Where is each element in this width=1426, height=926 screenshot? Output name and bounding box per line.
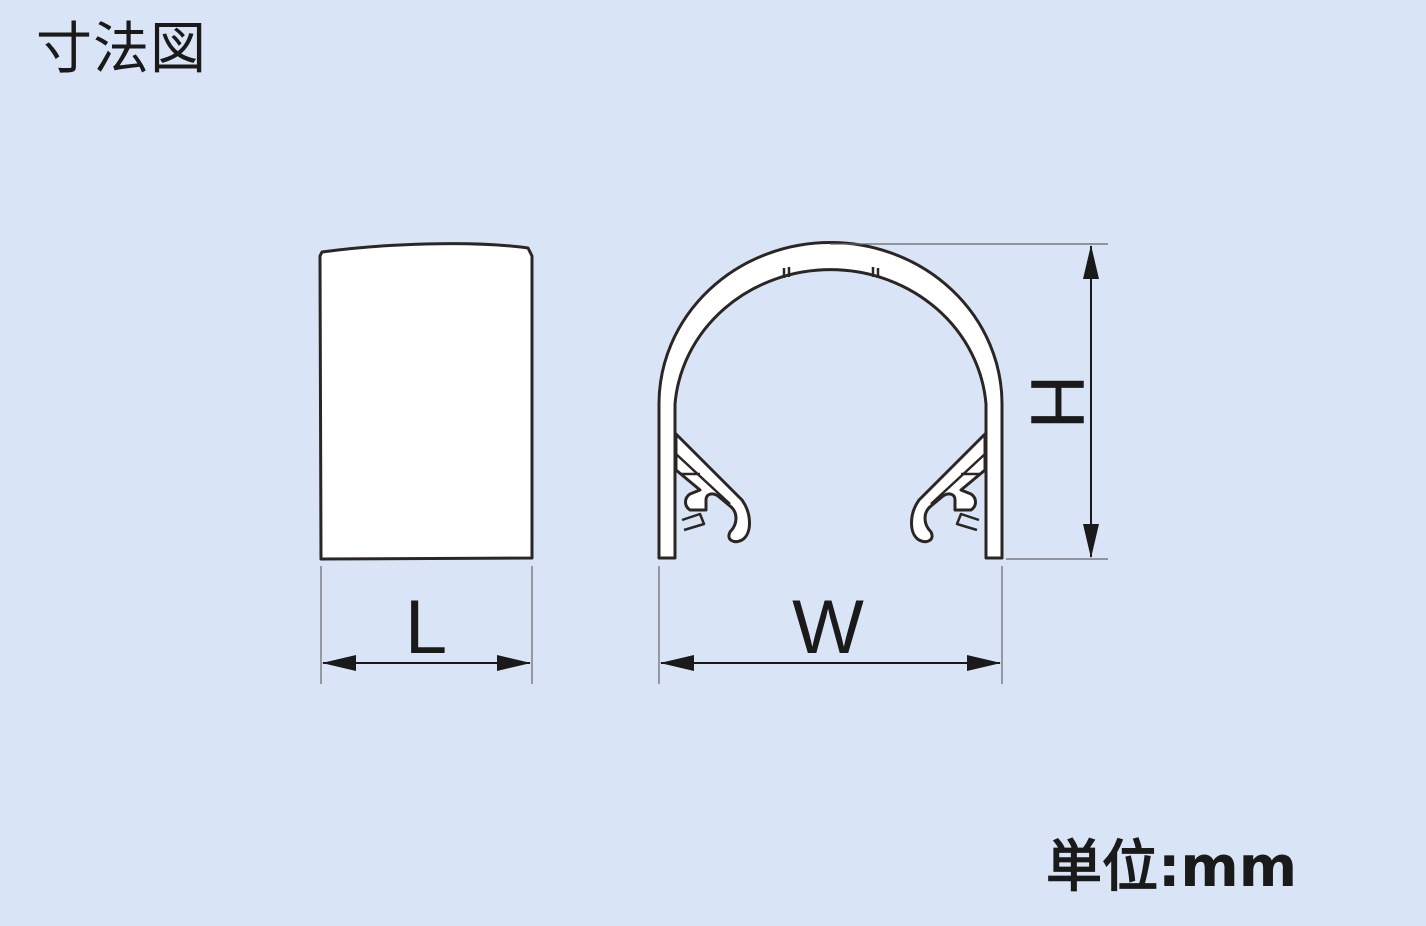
length-label: L <box>405 585 447 670</box>
height-dimension: H <box>830 243 1108 560</box>
unit-label: 単位:mm <box>1046 835 1298 900</box>
front-view <box>657 241 1004 560</box>
side-view-body <box>318 242 534 561</box>
clip-right-detail <box>930 453 986 532</box>
front-view-arch <box>657 241 1004 560</box>
side-view <box>318 242 534 561</box>
width-dimension: W <box>658 566 1003 684</box>
inner-rib-right <box>871 267 880 278</box>
height-label: H <box>1014 375 1099 430</box>
clip-left-detail <box>675 453 731 532</box>
length-dimension: L <box>320 566 533 684</box>
page-title: 寸法図 <box>36 17 207 82</box>
width-label: W <box>792 585 864 670</box>
inner-rib-left <box>782 267 791 278</box>
